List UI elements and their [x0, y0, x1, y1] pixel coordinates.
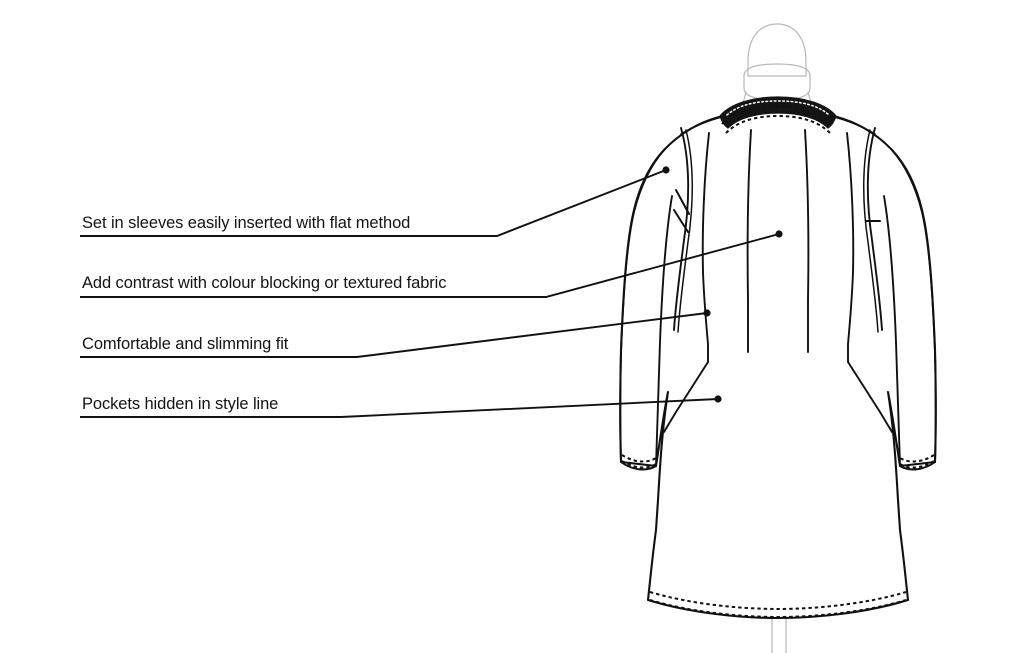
mannequin-neck-ring: [743, 63, 811, 101]
left-cuff-edge: [620, 461, 657, 471]
annotation-label: Add contrast with colour blocking or tex…: [82, 274, 447, 292]
leader-contrast-colour-blocking: [80, 230, 783, 298]
right-princess-seam: [846, 132, 855, 363]
leader-pockets-hidden-style-line: [80, 395, 722, 418]
annotation-contrast-colour-blocking: Add contrast with colour blocking or tex…: [80, 273, 447, 293]
centre-left-seam: [746, 129, 752, 353]
right-sleeve-underarm-seam: [883, 195, 901, 467]
annotation-comfortable-slimming-fit: Comfortable and slimming fit: [80, 334, 288, 354]
centre-right-seam: [804, 129, 810, 353]
right-pocket-style-line: [847, 361, 893, 433]
right-armhole-seam: [866, 127, 883, 331]
left-cuff-topstitch-2: [621, 460, 657, 469]
left-princess-seam: [701, 132, 710, 363]
neckband-topstitch-inner: [725, 114, 831, 134]
left-armhole-seam: [673, 127, 690, 331]
annotation-set-in-sleeves: Set in sleeves easily inserted with flat…: [80, 213, 410, 233]
right-shoulder-seam: [833, 116, 876, 135]
annotation-pockets-hidden-style-line: Pockets hidden in style line: [80, 394, 278, 414]
left-armhole-notch-icon: [673, 189, 690, 233]
left-sleeve-outer-seam: [619, 149, 665, 463]
leader-endpoint-dot: [662, 166, 670, 174]
neckband-trim: [719, 96, 837, 129]
mannequin-head-icon: [747, 23, 807, 77]
left-shoulder-seam: [680, 116, 723, 135]
annotation-label: Pockets hidden in style line: [82, 395, 279, 413]
left-armhole-seam-inner: [677, 129, 694, 333]
right-cuff-topstitch-2: [899, 460, 935, 469]
leader-endpoint-dot: [714, 395, 722, 403]
leader-comfortable-slimming-fit: [80, 309, 711, 358]
leader-endpoint-dot: [703, 309, 711, 317]
right-cuff-topstitch-1: [899, 454, 935, 463]
annotation-list: Set in sleeves easily inserted with flat…: [80, 213, 447, 414]
right-sleeve-outer-seam: [891, 149, 937, 463]
neckband-texture-icon: [726, 100, 830, 116]
left-pocket-style-line: [663, 361, 709, 433]
leader-set-in-sleeves: [80, 166, 670, 237]
neckband-topstitch-outer: [721, 104, 835, 125]
right-cuff-edge: [899, 461, 936, 471]
annotation-label: Set in sleeves easily inserted with flat…: [82, 214, 411, 232]
hem-topstitch-outer: [649, 591, 907, 611]
left-sleeve-underarm-seam: [655, 195, 673, 467]
leader-endpoint-dot: [775, 230, 783, 238]
annotation-label: Comfortable and slimming fit: [82, 335, 289, 353]
right-armhole-seam-inner: [862, 129, 879, 333]
hem-topstitch-inner: [649, 599, 907, 619]
left-cuff-topstitch-1: [621, 454, 657, 463]
